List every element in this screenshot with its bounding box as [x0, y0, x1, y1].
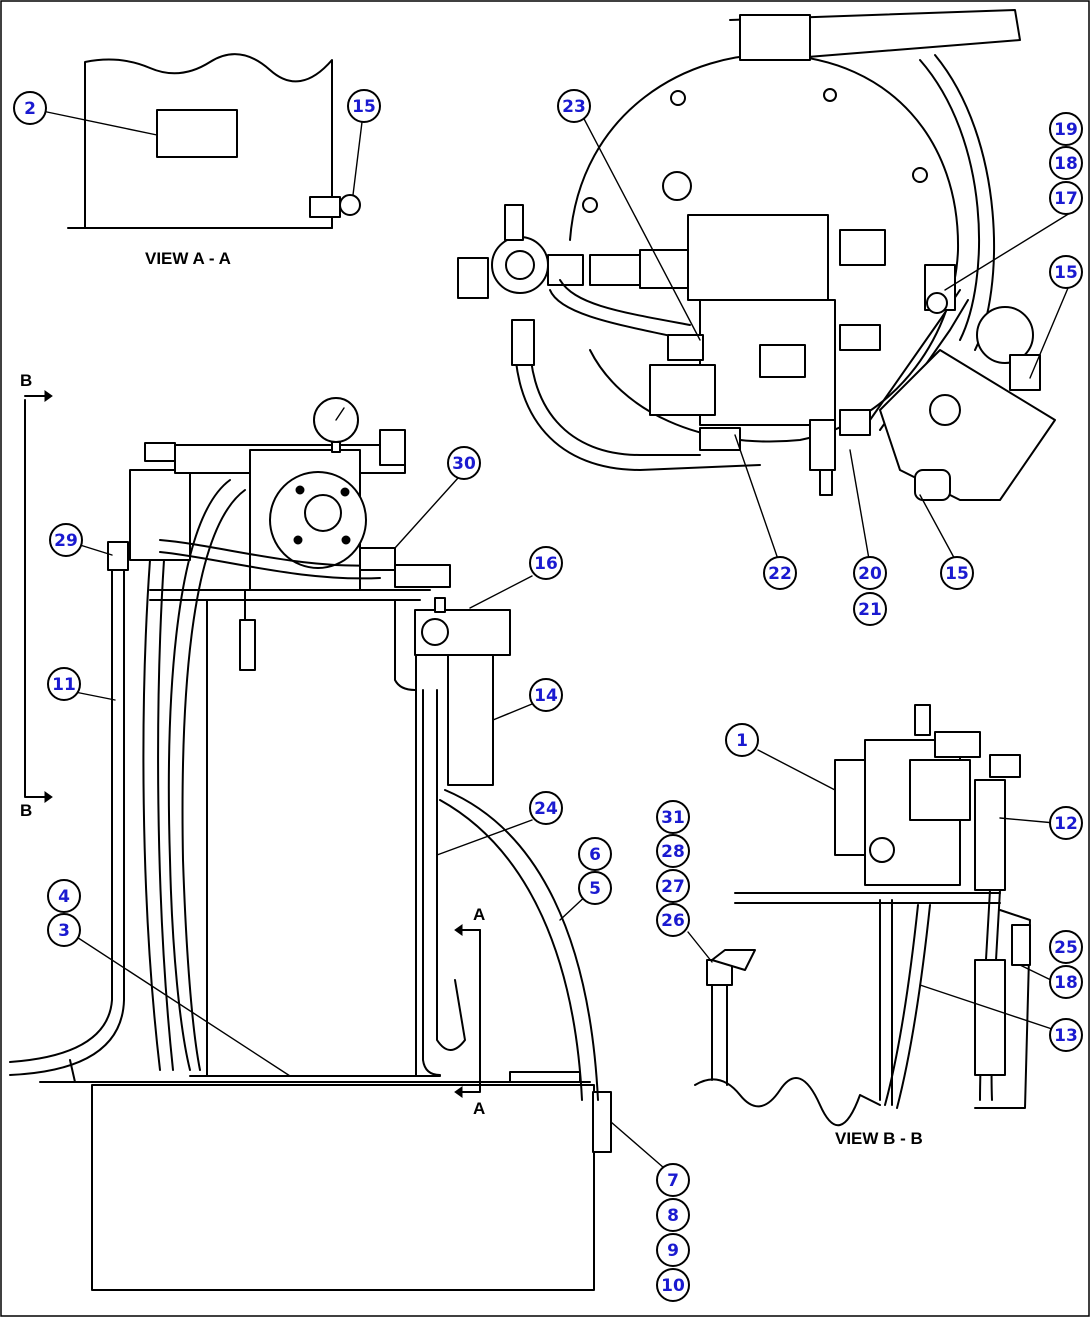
- svg-text:11: 11: [52, 675, 76, 695]
- view-b-b-drawing: VIEW B - B: [694, 704, 1031, 1148]
- callout-15-bottom: 15: [940, 556, 974, 590]
- callout-3: 3: [47, 913, 81, 947]
- filter-housing: [447, 654, 494, 786]
- svg-text:9: 9: [667, 1241, 679, 1261]
- svg-text:26: 26: [661, 911, 685, 931]
- svg-text:27: 27: [661, 877, 685, 897]
- svg-text:13: 13: [1054, 1026, 1078, 1046]
- callout-9: 9: [656, 1233, 690, 1267]
- callout-18-top: 18: [1049, 146, 1083, 180]
- svg-text:12: 12: [1054, 814, 1078, 834]
- svg-text:8: 8: [667, 1206, 679, 1226]
- callout-5: 5: [578, 871, 612, 905]
- callout-29: 29: [49, 523, 83, 557]
- svg-text:24: 24: [534, 799, 558, 819]
- svg-text:28: 28: [661, 842, 685, 862]
- svg-text:16: 16: [534, 554, 558, 574]
- svg-text:1: 1: [736, 731, 748, 751]
- solenoid-coil: [649, 364, 716, 416]
- tank-side-port: [592, 1091, 612, 1153]
- callout-24: 24: [529, 791, 563, 825]
- callout-12: 12: [1049, 806, 1083, 840]
- svg-text:22: 22: [768, 564, 792, 584]
- svg-text:15: 15: [1054, 263, 1078, 283]
- callout-27: 27: [656, 869, 690, 903]
- callout-17: 17: [1049, 181, 1083, 215]
- svg-text:4: 4: [58, 887, 70, 907]
- svg-text:14: 14: [534, 686, 558, 706]
- callout-26: 26: [656, 903, 690, 937]
- callout-21: 21: [853, 592, 887, 626]
- section-a-marker-bottom: A: [473, 1099, 485, 1118]
- callout-6: 6: [578, 837, 612, 871]
- callout-20: 20: [853, 556, 887, 590]
- callout-18-view-b: 18: [1049, 965, 1083, 999]
- callout-28: 28: [656, 834, 690, 868]
- callout-7: 7: [656, 1163, 690, 1197]
- callout-31: 31: [656, 800, 690, 834]
- control-valve-block-upper: [687, 214, 829, 301]
- svg-text:21: 21: [858, 600, 882, 620]
- callout-13: 13: [1049, 1018, 1083, 1052]
- svg-text:18: 18: [1054, 973, 1078, 993]
- svg-text:20: 20: [858, 564, 882, 584]
- tank-label-plate: [156, 109, 238, 158]
- svg-text:3: 3: [58, 921, 70, 941]
- section-b-marker-bottom: B: [20, 801, 32, 820]
- callout-22: 22: [763, 556, 797, 590]
- callout-2: 2: [13, 91, 47, 125]
- view-b-b-label: VIEW B - B: [835, 1129, 923, 1148]
- callout-14: 14: [529, 678, 563, 712]
- view-a-a-drawing: VIEW A - A: [46, 53, 363, 268]
- callout-23: 23: [557, 89, 591, 123]
- callout-1: 1: [725, 723, 759, 757]
- top-hose-coupling: [739, 14, 811, 61]
- svg-text:2: 2: [24, 99, 36, 119]
- callout-15-right: 15: [1049, 255, 1083, 289]
- svg-text:19: 19: [1054, 120, 1078, 140]
- drain-valve-part: [339, 194, 361, 216]
- callout-10: 10: [656, 1268, 690, 1302]
- svg-text:30: 30: [452, 454, 476, 474]
- svg-text:29: 29: [54, 531, 78, 551]
- section-b-marker-top: B: [20, 371, 32, 390]
- callout-16: 16: [529, 546, 563, 580]
- solenoid-valve: [129, 469, 191, 561]
- tank-body: [91, 1084, 595, 1291]
- callout-11: 11: [47, 667, 81, 701]
- svg-text:6: 6: [589, 845, 601, 865]
- top-right-detail-drawing: [457, 9, 1056, 501]
- svg-text:7: 7: [667, 1171, 679, 1191]
- section-a-marker-top: A: [473, 905, 485, 924]
- svg-text:15: 15: [945, 564, 969, 584]
- callout-4: 4: [47, 879, 81, 913]
- callout-25: 25: [1049, 930, 1083, 964]
- svg-text:18: 18: [1054, 154, 1078, 174]
- callout-15-view-a: 15: [347, 89, 381, 123]
- callout-19: 19: [1049, 112, 1083, 146]
- callout-8: 8: [656, 1198, 690, 1232]
- svg-text:23: 23: [562, 97, 586, 117]
- svg-text:15: 15: [352, 97, 376, 117]
- callout-30: 30: [447, 446, 481, 480]
- svg-text:10: 10: [661, 1276, 685, 1296]
- svg-text:17: 17: [1054, 189, 1078, 209]
- svg-text:5: 5: [589, 879, 601, 899]
- svg-text:31: 31: [661, 808, 685, 828]
- svg-text:25: 25: [1054, 938, 1078, 958]
- pump-housing-right: [879, 349, 1056, 501]
- main-assembly-drawing: B B A A: [9, 371, 612, 1291]
- view-a-a-label: VIEW A - A: [145, 249, 231, 268]
